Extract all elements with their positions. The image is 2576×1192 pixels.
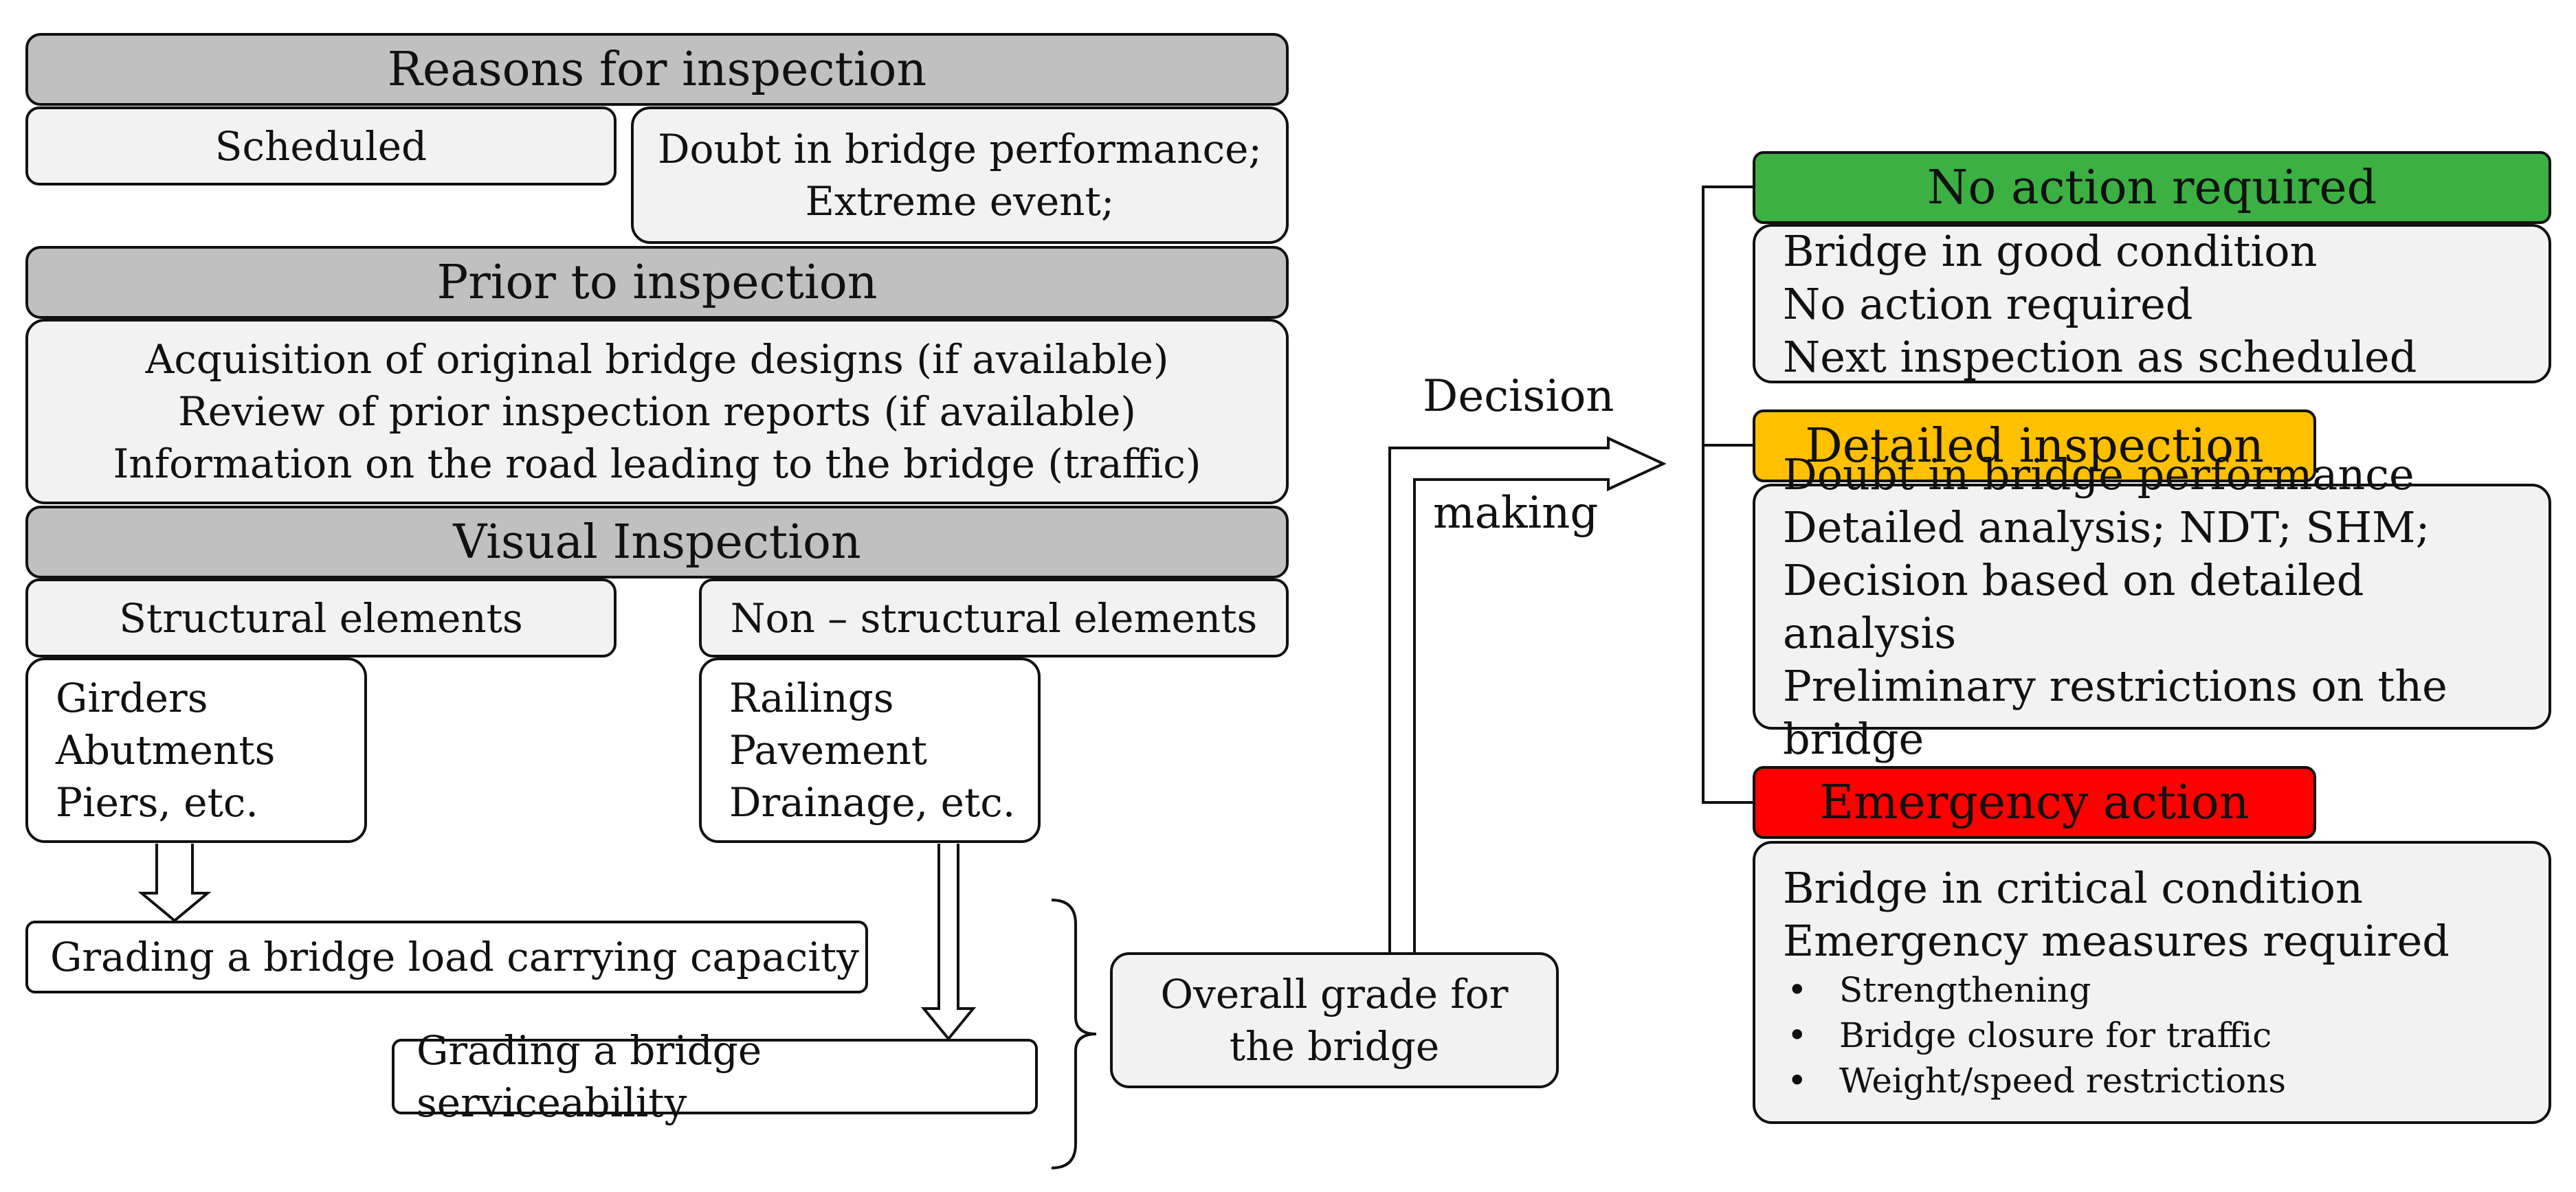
making-label: making [1433, 488, 1599, 539]
emergency-bullet: Bridge closure for traffic [1783, 1013, 2549, 1058]
scheduled-box: Scheduled [25, 106, 617, 185]
structural-item: Girders [56, 675, 208, 721]
detailed-title: Detailed inspection [1805, 418, 2264, 473]
detailed-line: Detailed analysis; NDT; SHM; [1783, 502, 2430, 552]
prior-line: Information on the road leading to the b… [113, 440, 1201, 487]
serviceability-grading-text: Grading a bridge serviceability [417, 1027, 762, 1126]
structural-title: Structural elements [119, 594, 523, 642]
emergency-line: Emergency measures required [1783, 916, 2450, 966]
visual-header: Visual Inspection [25, 506, 1289, 578]
structural-item: Abutments [56, 727, 276, 774]
nonstructural-items-box: Railings Pavement Drainage, etc. [699, 657, 1041, 843]
nonstructural-item: Railings [729, 675, 894, 721]
load-grading-text: Grading a bridge load carrying capacity [50, 934, 859, 980]
detailed-line: Preliminary restrictions on the bridge [1783, 661, 2447, 764]
prior-line: Acquisition of original bridge designs (… [145, 336, 1169, 383]
nonstructural-title: Non – structural elements [730, 594, 1258, 642]
no-action-line: Next inspection as scheduled [1783, 331, 2417, 382]
overall-grade-box: Overall grade for the bridge [1110, 952, 1559, 1088]
outcomes-bracket [1702, 185, 1753, 804]
nonstructural-title-box: Non – structural elements [699, 578, 1289, 657]
emergency-bullet: Weight/speed restrictions [1783, 1058, 2549, 1103]
detailed-line: Doubt in bridge performance [1783, 449, 2414, 499]
visual-header-text: Visual Inspection [453, 515, 861, 570]
nonstructural-item: Pavement [729, 727, 928, 774]
structural-item: Piers, etc. [56, 779, 258, 826]
emergency-line: Bridge in critical condition [1783, 863, 2363, 913]
decision-arrow [1388, 436, 1667, 954]
serviceability-grading-box: Grading a bridge serviceability [392, 1027, 1038, 1126]
prior-header-text: Prior to inspection [436, 255, 878, 310]
detailed-line: Decision based on detailed analysis [1783, 555, 2364, 658]
no-action-line: Bridge in good condition [1783, 225, 2318, 276]
emergency-box: Bridge in critical condition Emergency m… [1753, 841, 2551, 1124]
overall-grade-line: Overall grade for [1160, 971, 1509, 1017]
no-action-title: No action required [1927, 160, 2377, 215]
emergency-header: Emergency action [1753, 766, 2316, 839]
reasons-header: Reasons for inspection [25, 33, 1289, 106]
structural-title-box: Structural elements [25, 578, 617, 657]
no-action-header: No action required [1753, 151, 2551, 224]
prior-box: Acquisition of original bridge designs (… [25, 319, 1289, 504]
doubt-box: Doubt in bridge performance; Extreme eve… [631, 106, 1289, 244]
nonstructural-down-arrow [920, 844, 977, 1042]
prior-line: Review of prior inspection reports (if a… [178, 388, 1136, 435]
reasons-header-text: Reasons for inspection [387, 42, 927, 97]
doubt-line: Extreme event; [805, 178, 1115, 225]
detailed-header: Detailed inspection [1753, 409, 2316, 482]
emergency-title: Emergency action [1819, 775, 2250, 830]
no-action-box: Bridge in good condition No action requi… [1753, 224, 2551, 383]
nonstructural-item: Drainage, etc. [729, 779, 1016, 826]
load-grading-box: Grading a bridge load carrying capacity [25, 921, 868, 993]
prior-header: Prior to inspection [25, 246, 1289, 319]
decision-label: Decision [1423, 371, 1614, 422]
scheduled-text: Scheduled [214, 122, 428, 170]
detailed-box: Doubt in bridge performance Detailed ana… [1753, 449, 2551, 764]
no-action-line: No action required [1783, 278, 2193, 329]
structural-down-arrow [137, 844, 212, 923]
structural-items-box: Girders Abutments Piers, etc. [25, 657, 367, 843]
emergency-bullet: Strengthening [1783, 967, 2549, 1013]
doubt-line: Doubt in bridge performance; [658, 126, 1262, 172]
grading-brace [1051, 899, 1097, 1169]
overall-grade-line: the bridge [1229, 1023, 1440, 1070]
